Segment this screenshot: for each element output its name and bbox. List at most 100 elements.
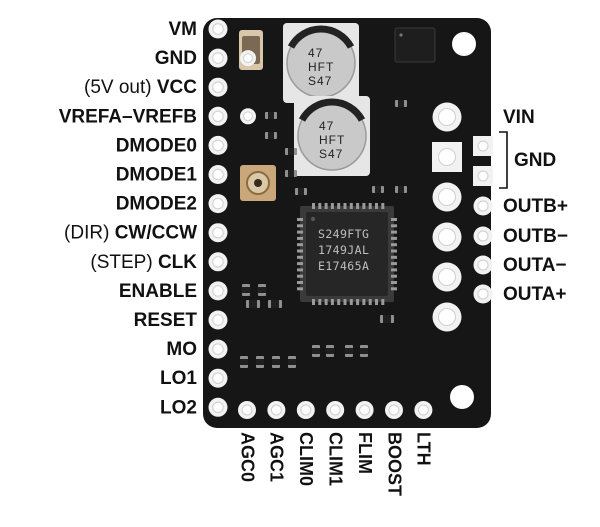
power-pad	[432, 262, 462, 292]
left-pin-pad	[208, 368, 228, 388]
pin-name: OUTB+	[503, 196, 568, 217]
bottom-pin-label: AGC0	[237, 432, 257, 482]
left-pin-pad	[208, 48, 228, 68]
left-pin-pad	[208, 223, 228, 243]
bottom-pin-label: CLIM1	[325, 432, 345, 486]
left-pin-label: GND	[155, 48, 197, 69]
bottom-pin-label: AGC1	[267, 432, 287, 482]
left-pin-label: LO2	[160, 397, 197, 418]
pin-name: DMODE1	[116, 165, 198, 186]
left-pin-pad	[208, 252, 228, 272]
smd-part	[372, 186, 384, 193]
left-pin-pad	[208, 106, 228, 126]
pin-name: OUTB−	[503, 226, 568, 247]
pin-name: OUTA−	[503, 255, 567, 276]
pin-name: OUTA+	[503, 284, 567, 305]
left-pin-pad	[208, 194, 228, 214]
pin-name: VCC	[157, 77, 197, 98]
smd-part	[285, 170, 297, 177]
pin-name: DMODE2	[116, 194, 197, 215]
smd-part	[326, 345, 334, 357]
left-pin-label: VREFA–VREFB	[59, 106, 197, 127]
left-pin-label: MO	[166, 339, 197, 360]
pin-name: RESET	[134, 310, 198, 331]
pin-name: VIN	[503, 107, 535, 128]
left-pin-label: (5V out) VCC	[84, 77, 197, 98]
left-pin-label: (DIR) CW/CCW	[64, 223, 197, 244]
pin-alt-name: (5V out)	[84, 77, 157, 98]
right-pin-label: OUTA−	[503, 255, 567, 276]
bottom-pin-pad	[385, 401, 403, 419]
smd-part	[380, 315, 394, 323]
smd-part	[242, 284, 250, 296]
chip-marking: 1749JAL	[318, 243, 369, 257]
mounting-hole-bottom	[450, 385, 474, 409]
right-pin-label: VIN	[503, 107, 535, 128]
pin-name: LO1	[160, 368, 197, 389]
pin-name: MO	[166, 339, 197, 360]
left-pin-label: ENABLE	[119, 281, 197, 302]
power-pad	[432, 302, 462, 332]
capacitor-marking: HFT	[308, 60, 334, 74]
left-pin-pad	[208, 397, 228, 417]
right-pin-label: OUTA+	[503, 284, 567, 305]
smd-part	[295, 188, 307, 195]
pin-name: LO2	[160, 397, 197, 418]
small-ic	[394, 27, 436, 63]
driver-chip: S249FTG 1749JAL E17465A	[297, 203, 397, 305]
smd-part	[395, 100, 407, 107]
chip-marking: S249FTG	[318, 227, 369, 241]
inner-pads	[240, 50, 256, 125]
smd-part	[265, 132, 277, 139]
right-pin-pad	[473, 136, 493, 156]
pin-name: CLK	[158, 252, 197, 273]
bottom-pin-pad	[355, 401, 374, 419]
pin-name: DMODE0	[116, 135, 197, 156]
smd-part	[285, 148, 297, 155]
left-pin-pad	[208, 165, 228, 184]
left-pin-label: DMODE2	[116, 194, 197, 215]
potentiometer	[240, 165, 276, 201]
left-pin-label: (STEP) CLK	[90, 252, 197, 273]
left-pin-labels: VM GND (5V out) VCC VREFA–VREFB DMODE0DMODE1…	[59, 19, 198, 418]
right-pin-pad	[473, 255, 493, 275]
pin-alt-name: (DIR)	[64, 223, 115, 244]
right-pin-pad	[473, 284, 493, 304]
right-pin-label: OUTB−	[503, 226, 568, 247]
left-pin-label: DMODE1	[116, 165, 198, 186]
smd-part	[258, 284, 266, 296]
capacitor-marking: 47	[319, 119, 334, 133]
smd-part	[395, 186, 407, 193]
capacitor-marking: S47	[308, 74, 332, 88]
inner-pad	[240, 108, 256, 125]
smd-part	[246, 300, 260, 308]
capacitor-marking: HFT	[319, 133, 345, 147]
left-pin-label: VM	[169, 19, 198, 40]
bottom-pin-pad	[296, 401, 315, 419]
gnd-bracket	[499, 131, 508, 189]
bottom-pin-pad	[414, 401, 433, 419]
bottom-pin-label: FLIM	[355, 432, 375, 474]
smd-part	[312, 345, 320, 357]
smd-part	[268, 300, 282, 308]
right-pin-label: OUTB+	[503, 196, 568, 217]
capacitor-marking: S47	[319, 147, 343, 161]
right-pin-pad	[473, 226, 493, 246]
right-pin-label: GND	[514, 150, 556, 171]
bottom-header	[238, 401, 433, 419]
left-pin-pad	[208, 135, 228, 155]
pin-name: VREFA–VREFB	[59, 106, 197, 127]
smd-components	[240, 100, 407, 368]
left-pin-label: RESET	[134, 310, 198, 331]
left-pin-pad	[208, 281, 228, 301]
left-pin-label: DMODE0	[116, 135, 197, 156]
left-header	[208, 19, 228, 417]
power-pad	[432, 102, 462, 132]
pin-name: ENABLE	[119, 281, 197, 302]
chip-marking: E17465A	[318, 259, 369, 273]
bottom-pin-label: CLIM0	[296, 432, 316, 486]
